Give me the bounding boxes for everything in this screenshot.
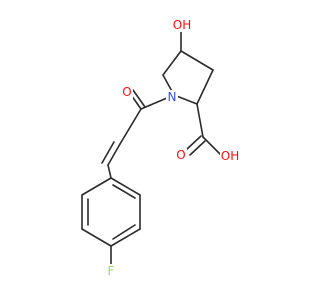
atom-acid-carbonyl-oxygen: O bbox=[175, 148, 187, 162]
atom-label: OH bbox=[221, 149, 239, 163]
bond-c3-c4 bbox=[180, 50, 214, 71]
bond-c2-c3 bbox=[196, 69, 214, 105]
atom-fluorine: F bbox=[106, 264, 117, 278]
atom-label: F bbox=[108, 264, 115, 278]
bond-ar-inner-1 bbox=[112, 184, 136, 199]
atom-nitrogen: N bbox=[166, 90, 178, 104]
atom-label: O bbox=[122, 85, 131, 99]
atom-label: O bbox=[176, 148, 185, 162]
atom-carbonyl-oxygen: O bbox=[121, 85, 133, 99]
bond-alkene-b bbox=[101, 141, 115, 164]
bond-carbonyl-alkene bbox=[119, 108, 142, 145]
molecule-structure: O OH N O OH F bbox=[81, 18, 240, 278]
bond-ar-inner-2 bbox=[112, 224, 136, 240]
bond-alkene-a bbox=[107, 143, 121, 166]
bond-cooh-o-a bbox=[185, 135, 202, 151]
bond-ar-4 bbox=[81, 228, 112, 247]
bond-cooh-o-b bbox=[189, 140, 206, 156]
atom-label: OH bbox=[173, 18, 191, 32]
atom-labels: O OH N O OH F bbox=[106, 18, 240, 278]
atom-hydroxyl-top: OH bbox=[172, 18, 192, 32]
bond-carbonyl-o-b bbox=[132, 89, 146, 108]
bond-c4-c5 bbox=[162, 50, 182, 76]
bonds bbox=[81, 29, 225, 266]
bond-c2-cooh bbox=[196, 103, 204, 138]
bond-ar-6 bbox=[81, 177, 112, 196]
bond-alkene-ring bbox=[107, 164, 112, 179]
bond-ar-3 bbox=[110, 228, 141, 247]
atom-label: N bbox=[168, 90, 177, 104]
bond-ar-1 bbox=[110, 177, 141, 196]
atom-acid-hydroxyl: OH bbox=[220, 149, 240, 163]
